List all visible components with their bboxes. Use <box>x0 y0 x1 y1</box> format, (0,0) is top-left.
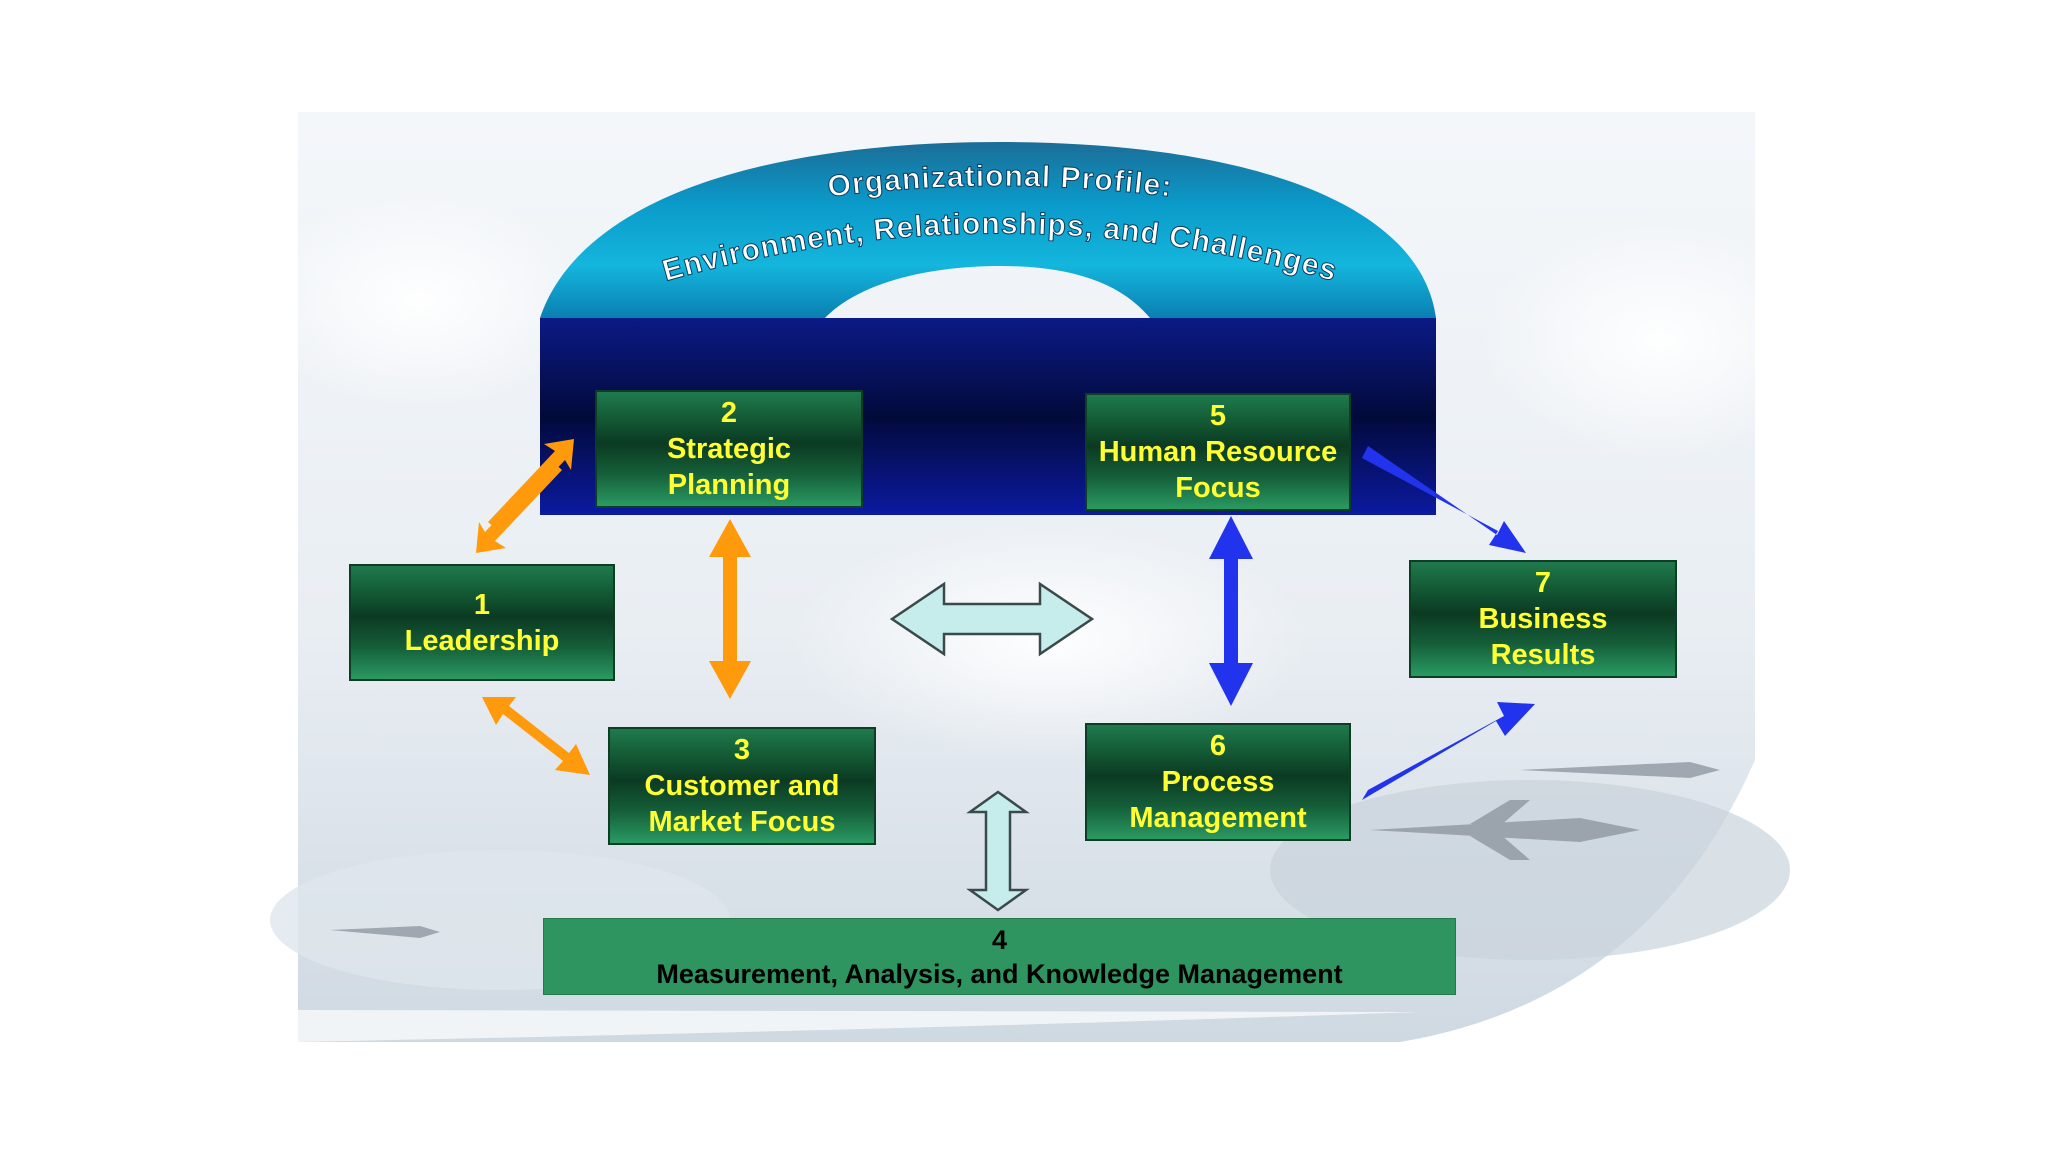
box-customer-market-focus: 3 Customer and Market Focus <box>608 727 876 845</box>
arrow-hr-results <box>1362 446 1526 553</box>
box-label: Human Resource Focus <box>1098 436 1338 504</box>
box-process-management: 6 Process Management <box>1085 723 1351 841</box>
arrow-horizontal-center <box>889 581 1095 657</box>
box-number: 7 <box>1534 567 1552 599</box>
box-number: 2 <box>720 397 738 429</box>
box-label: Customer and Market Focus <box>644 770 840 838</box>
aircraft-silhouettes <box>330 762 1720 938</box>
box-label: Process Management <box>1129 766 1307 834</box>
box-leadership: 1 Leadership <box>349 564 615 681</box>
box-human-resource-focus: 5 Human Resource Focus <box>1085 393 1351 511</box>
box-number: 1 <box>473 588 491 621</box>
arrow-strategic-customer <box>709 519 751 699</box>
arrow-leadership-strategic-head2 <box>476 461 562 553</box>
arrow-vertical-measurement <box>966 790 1030 912</box>
arrow-leadership-customer <box>482 697 590 775</box>
box-label: Measurement, Analysis, and Knowledge Man… <box>656 958 1343 989</box>
box-label: Strategic Planning <box>666 433 792 501</box>
box-label: Business Results <box>1478 603 1608 671</box>
box-measurement-analysis: 4 Measurement, Analysis, and Knowledge M… <box>543 918 1456 995</box>
arrow-process-results <box>1362 702 1535 800</box>
box-business-results: 7 Business Results <box>1409 560 1677 678</box>
box-number: 5 <box>1209 400 1227 432</box>
arrow-hr-process <box>1209 516 1253 706</box>
orange-arrows <box>476 439 751 775</box>
box-number: 3 <box>733 734 751 766</box>
blue-arrows <box>1209 446 1535 800</box>
pale-arrows <box>889 581 1095 912</box>
box-number: 6 <box>1209 730 1227 762</box>
box-number: 4 <box>991 924 1008 955</box>
box-strategic-planning: 2 Strategic Planning <box>595 390 863 508</box>
box-label: Leadership <box>404 624 560 657</box>
